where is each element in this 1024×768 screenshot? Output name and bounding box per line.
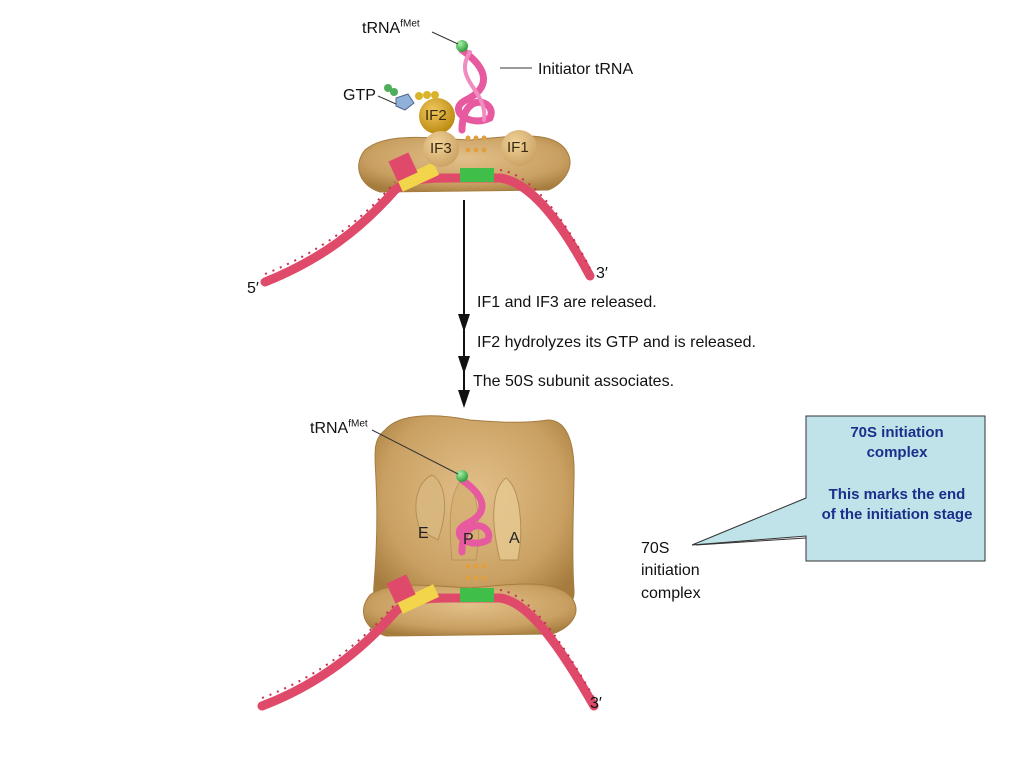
e-site-label: E xyxy=(418,525,429,542)
if2-label: IF2 xyxy=(425,107,447,124)
step-3-text: The 50S subunit associates. xyxy=(473,373,675,390)
step-2-text: IF2 hydrolyzes its GTP and is released. xyxy=(477,334,756,351)
p-site-label: P xyxy=(463,531,474,548)
if2-factor xyxy=(419,98,455,134)
three-prime-label-top: 3′ xyxy=(596,265,608,282)
if1-label: IF1 xyxy=(507,139,529,156)
trna-fmet-label-top: tRNAfMet xyxy=(362,18,420,37)
initiator-trna-label: Initiator tRNA xyxy=(538,61,634,78)
if3-factor xyxy=(423,131,459,167)
transition-arrow xyxy=(458,200,470,408)
five-prime-label: 5′ xyxy=(247,280,259,297)
mrna-strand-top xyxy=(260,152,595,287)
callout-line-1: 70S initiation xyxy=(850,424,944,441)
callout-text: 70S initiation complex This marks the en… xyxy=(806,423,988,525)
callout-line-3: This marks the end xyxy=(828,485,966,503)
trna-fmet-label-bottom: tRNAfMet xyxy=(310,418,368,437)
three-prime-label-bottom: 3′ xyxy=(590,695,602,712)
callout-line-4: of the initiation stage xyxy=(821,505,973,523)
gtp-molecule xyxy=(384,84,439,111)
gtp-label: GTP xyxy=(343,87,376,104)
initiator-trna-top xyxy=(455,40,495,153)
callout-box xyxy=(691,415,986,562)
initiator-trna-bottom xyxy=(455,470,493,581)
step-1-text: IF1 and IF3 are released. xyxy=(477,294,657,311)
callout-line-2: complex xyxy=(866,444,928,462)
complex-label: 70S initiation complex xyxy=(641,540,701,602)
a-site-label: A xyxy=(509,530,520,547)
if1-factor xyxy=(501,130,537,166)
mrna-strand-bottom xyxy=(257,574,599,711)
if3-label: IF3 xyxy=(430,140,452,157)
